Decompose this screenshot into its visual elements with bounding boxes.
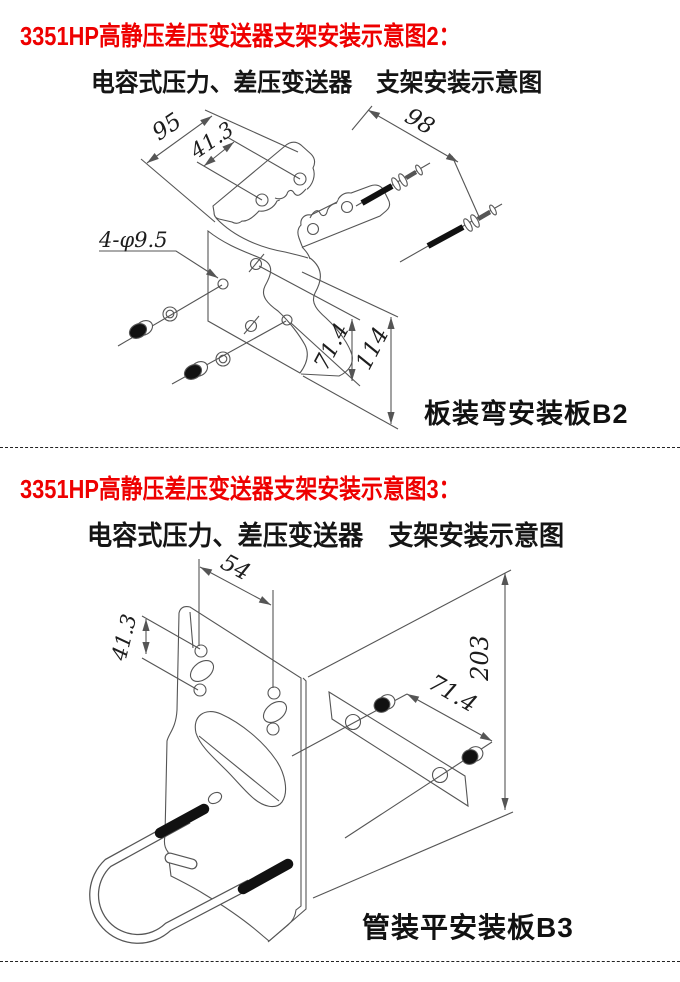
dashed-separator bbox=[0, 961, 680, 962]
washer bbox=[162, 306, 178, 322]
kidney-cutout bbox=[194, 711, 287, 808]
plate-hole bbox=[266, 722, 280, 736]
plate-hole bbox=[193, 683, 207, 697]
screw-washer bbox=[391, 177, 401, 191]
flange-slot-hole bbox=[255, 193, 269, 207]
dim-114: 114 bbox=[351, 323, 395, 374]
tab-notch bbox=[307, 194, 338, 214]
dim-line-41.3 bbox=[203, 141, 235, 167]
plate-hole bbox=[267, 686, 281, 700]
dim-41.3: 41.3 bbox=[185, 117, 238, 164]
ext-line bbox=[301, 271, 399, 318]
ext-line bbox=[204, 109, 299, 153]
dim-54: 54 bbox=[216, 552, 254, 586]
dim-95: 95 bbox=[148, 108, 187, 146]
section2-diagram-title: 电容式压力、差压变送器 支架安装示意图 bbox=[87, 521, 565, 551]
dim-line-98 bbox=[367, 109, 459, 163]
plate-hole bbox=[194, 644, 208, 658]
leader-line bbox=[99, 250, 219, 279]
dim-98: 98 bbox=[400, 103, 438, 140]
screw-thread bbox=[360, 183, 394, 206]
kidney-chord bbox=[198, 735, 280, 802]
ext-line bbox=[451, 155, 481, 220]
plate-hole bbox=[217, 278, 229, 290]
tab-hole bbox=[340, 200, 354, 214]
flange-notch-squiggle bbox=[274, 188, 307, 200]
ext-line bbox=[141, 615, 201, 650]
ext-line bbox=[258, 265, 361, 321]
dim-4-phi-9.5: 4-φ9.5 bbox=[98, 228, 168, 252]
section2-heading: 3351HP高静压差压变送器支架安装示意图3： bbox=[20, 474, 461, 504]
bolt-head bbox=[128, 323, 148, 339]
tab-connector bbox=[301, 246, 311, 260]
phi-mark bbox=[248, 253, 265, 273]
dim-41.3b: 41.3 bbox=[107, 612, 142, 664]
plate-hole-phi bbox=[249, 257, 263, 271]
washer bbox=[215, 351, 231, 367]
flange-notch bbox=[278, 186, 308, 204]
ext-line bbox=[307, 569, 512, 678]
section1-heading: 3351HP高静压差压变送器支架安装示意图2： bbox=[20, 21, 461, 51]
plate-big-hole bbox=[262, 701, 288, 723]
mounting-strip bbox=[328, 690, 469, 808]
dim-line-95 bbox=[146, 115, 213, 164]
part-label-b3: 管装平安装板B3 bbox=[362, 911, 574, 943]
plate-hole-phi bbox=[244, 319, 258, 333]
screw-head bbox=[489, 204, 497, 216]
bolt-head bbox=[461, 749, 479, 765]
screw-head bbox=[415, 164, 423, 176]
ext-line bbox=[312, 811, 514, 899]
strip-hole bbox=[344, 713, 362, 731]
strip-hole bbox=[431, 766, 449, 784]
bolt-head bbox=[183, 364, 203, 380]
u-bolt-thread bbox=[237, 858, 294, 895]
washer bbox=[165, 309, 175, 319]
plate-inner-edge bbox=[189, 611, 194, 649]
screw-thread bbox=[426, 224, 465, 249]
screw-washer bbox=[398, 173, 408, 187]
part-label-b2: 板装弯安装板B2 bbox=[424, 398, 629, 429]
bracket-b3-diagram: 54 41.3 203 71.4 管装平安装板B3 bbox=[89, 552, 574, 944]
dashed-separator bbox=[0, 447, 680, 448]
plate-slot-inner bbox=[165, 853, 197, 869]
u-bolt-thread bbox=[154, 803, 210, 839]
screw-washer bbox=[470, 214, 480, 228]
ext-line bbox=[140, 158, 216, 223]
bracket-bend-line bbox=[215, 217, 309, 259]
phi-mark bbox=[243, 315, 260, 335]
ext-line bbox=[141, 657, 199, 691]
bracket-top-flange bbox=[212, 141, 316, 224]
tab-hole bbox=[306, 222, 320, 236]
dim-line-54 bbox=[199, 566, 272, 606]
plate-hole bbox=[281, 314, 293, 326]
section1-diagram-title: 电容式压力、差压变送器 支架安装示意图 bbox=[91, 69, 543, 97]
flange-slot-hole bbox=[293, 172, 307, 186]
screw-shaft bbox=[404, 170, 418, 180]
ext-line bbox=[196, 161, 263, 201]
screw-shaft bbox=[476, 210, 492, 221]
bolt-head bbox=[373, 697, 391, 713]
dim-line-71.4b bbox=[406, 693, 493, 742]
ext-line bbox=[302, 375, 399, 430]
plate-hole bbox=[207, 791, 223, 805]
bracket-b2-diagram: 95 41.3 98 4-φ9.5 71.4 114 板装弯安装板B2 bbox=[98, 103, 629, 430]
u-bolt-body bbox=[90, 815, 252, 943]
plate-thickness-edge bbox=[267, 677, 307, 943]
tab-notch-squiggle bbox=[309, 202, 338, 219]
ext-line bbox=[351, 105, 373, 131]
ext-line bbox=[226, 136, 301, 180]
plate-big-hole bbox=[189, 660, 215, 682]
dim-203: 203 bbox=[466, 635, 494, 682]
washer bbox=[218, 354, 228, 364]
screw-washer bbox=[463, 218, 473, 232]
